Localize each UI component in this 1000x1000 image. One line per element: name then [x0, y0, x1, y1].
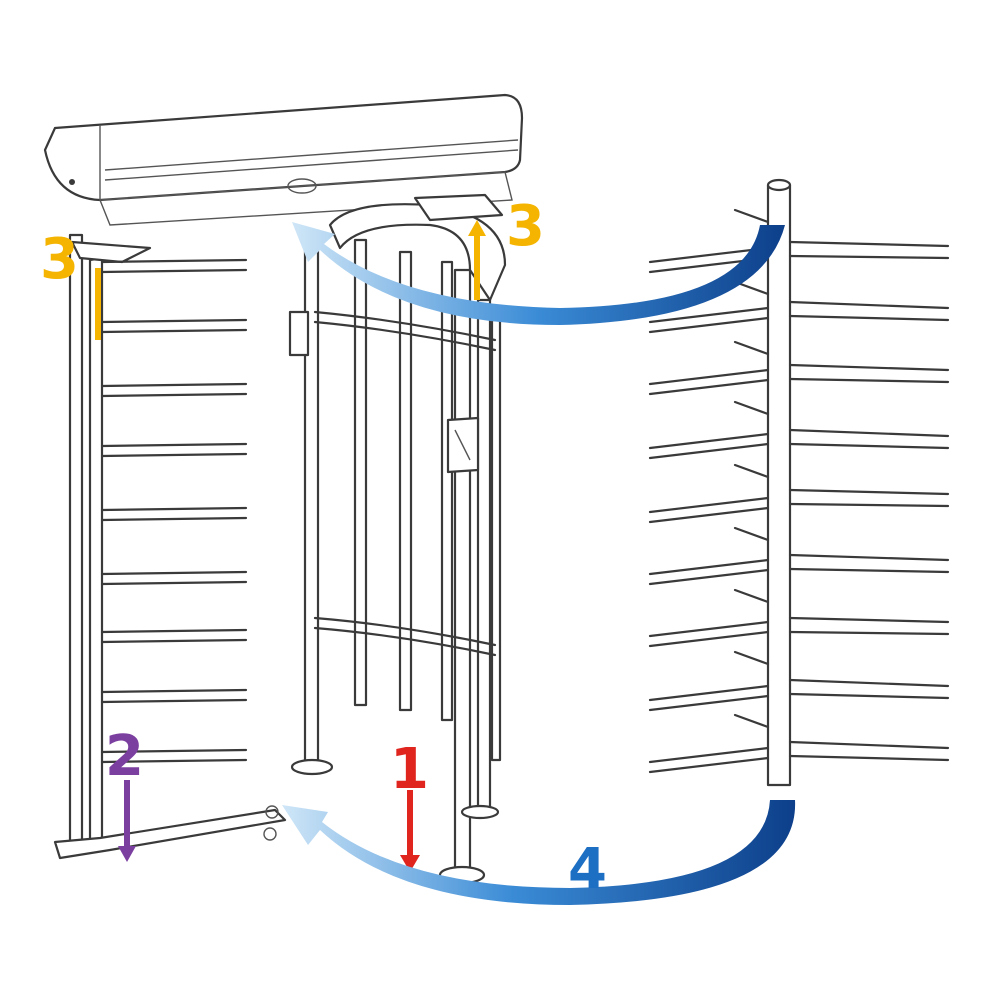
step-3-right-label: 3	[506, 194, 545, 259]
left-fence-panel	[53, 233, 287, 860]
center-rotor	[288, 193, 507, 885]
step-4-top-rotation-arrow	[292, 222, 785, 325]
step-2-marker: 2	[105, 724, 144, 862]
step-1-marker: 1	[390, 737, 429, 872]
step-2-label: 2	[105, 724, 144, 789]
step-3-right-marker: 3	[468, 194, 545, 300]
right-gate-panel	[648, 178, 950, 787]
step-3-left-marker: 3	[40, 227, 101, 340]
step-3-left-label: 3	[40, 227, 79, 292]
top-housing-beam	[43, 93, 524, 226]
step-4-label: 4	[568, 837, 607, 902]
step-1-label: 1	[390, 737, 429, 802]
step-4-bottom-rotation-arrow: 4	[282, 800, 796, 905]
